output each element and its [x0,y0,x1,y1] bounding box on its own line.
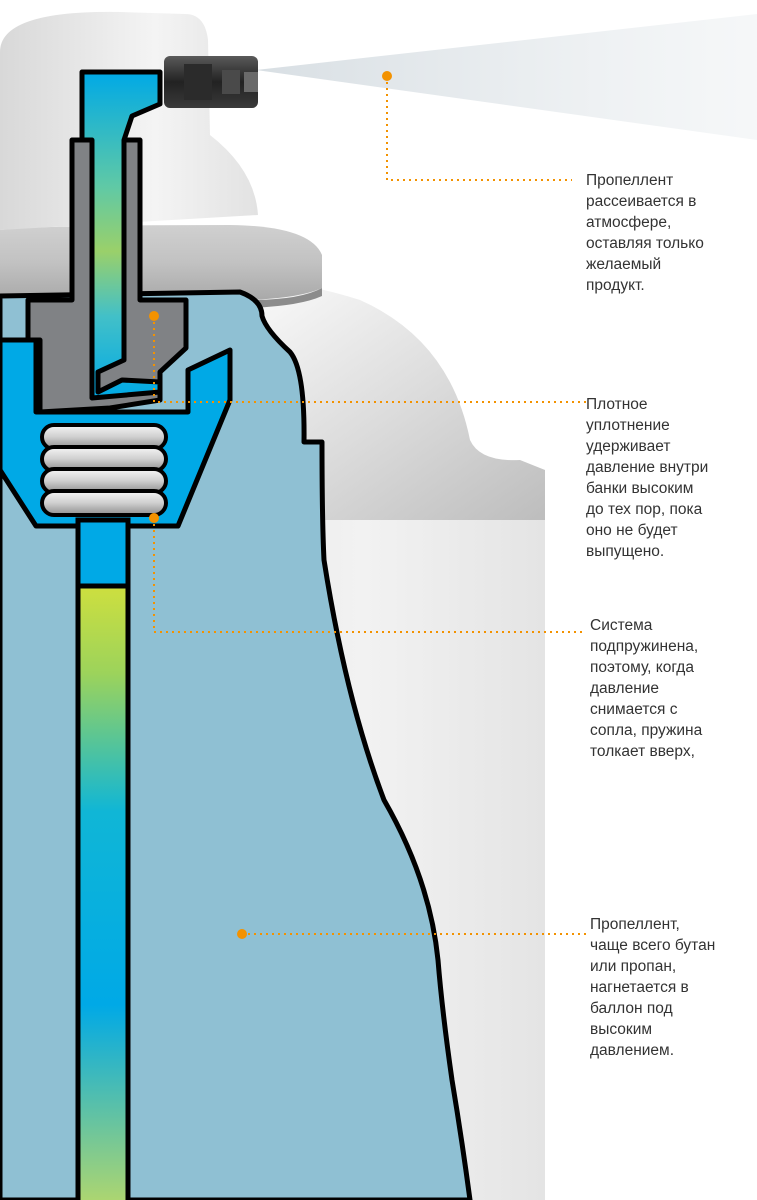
nozzle-icon [164,56,258,108]
annotation-propellant: Пропеллент, чаще всего бутан или пропан,… [590,916,716,1059]
leader-lines [153,76,586,935]
annotation-spring: Система подпружинена, поэтому, когда дав… [590,617,703,760]
spray-plume-icon [256,14,757,140]
annotation-spray: Пропеллент рассеивается в атмосфере, ост… [586,172,704,294]
dip-tube [75,519,131,1200]
annotation-seal: Плотное уплотнение удерживает давление в… [586,396,709,560]
spring-icon [40,423,168,517]
annotation-markers [149,71,392,939]
tube-connector [75,517,131,589]
actuator-channel [79,69,163,401]
